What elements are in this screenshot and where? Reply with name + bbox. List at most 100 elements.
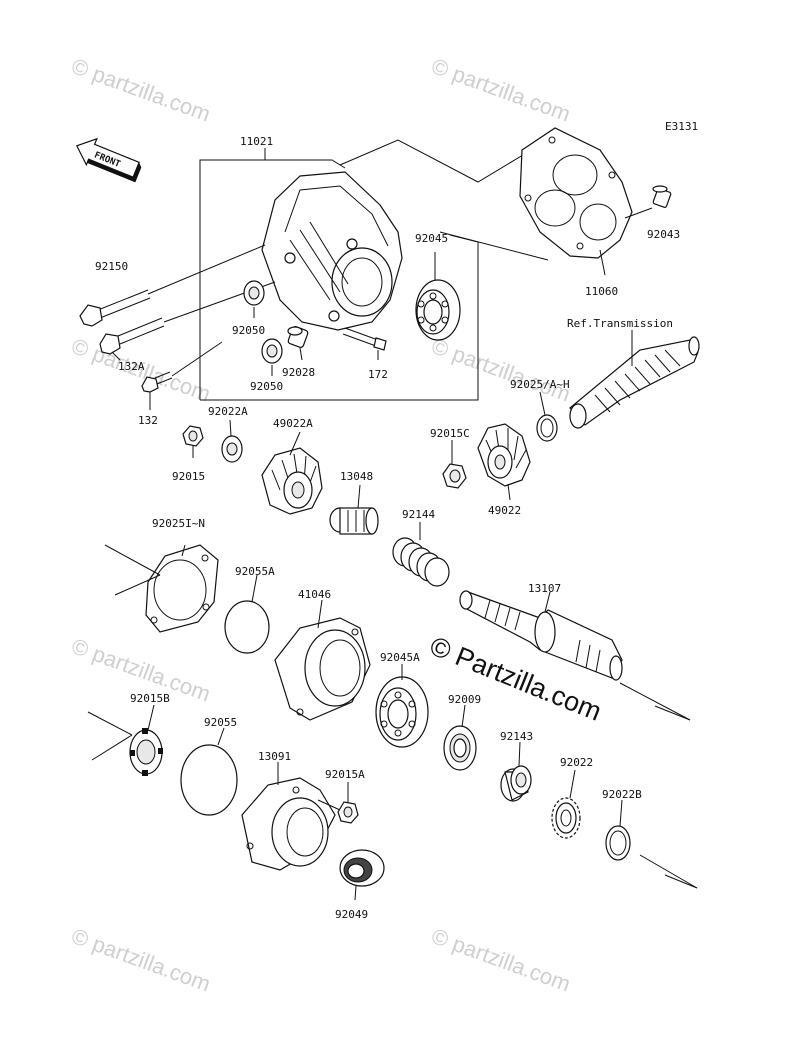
watermark: © partzilla.com — [428, 53, 574, 126]
leader-line — [289, 431, 301, 456]
part-label-92144: 92144 — [402, 508, 435, 521]
part-label-11021: 11021 — [240, 135, 273, 148]
part-label-92143: 92143 — [500, 730, 533, 743]
leader-line — [619, 799, 623, 827]
leader-line — [569, 769, 576, 799]
part-label-13107: 13107 — [528, 582, 561, 595]
watermark: © partzilla.com — [68, 923, 214, 996]
part-label-92022b: 92022B — [602, 788, 642, 801]
leader-line — [354, 885, 357, 901]
part-label-92025-i-n: 92025I~N — [152, 517, 205, 530]
gear-case-housing — [261, 171, 403, 331]
part-label-92009: 92009 — [448, 693, 481, 706]
seal-92050-upper — [243, 280, 265, 306]
nut-92015c — [442, 463, 467, 489]
collar-92143 — [500, 765, 532, 802]
oil-seal-92049 — [339, 849, 385, 887]
part-label-172: 172 — [368, 368, 388, 381]
leader-line — [544, 591, 551, 613]
watermark: © partzilla.com — [68, 53, 214, 126]
gasket-11060 — [519, 127, 633, 259]
leader-line — [624, 207, 653, 219]
part-label-92049: 92049 — [335, 908, 368, 921]
leader-line — [114, 574, 161, 596]
part-label-132: 132 — [138, 414, 158, 427]
transmission-output-shaft — [569, 336, 700, 429]
seal-92050-lower — [261, 338, 283, 364]
leader-line — [87, 711, 133, 736]
part-label-13091: 13091 — [258, 750, 291, 763]
leader-line — [299, 347, 303, 361]
part-label-92015b: 92015B — [130, 692, 170, 705]
part-label-92015: 92015 — [172, 470, 205, 483]
part-label-92045a: 92045A — [380, 651, 420, 664]
leader-line — [357, 484, 361, 509]
leader-line — [639, 854, 698, 889]
leader-line — [217, 727, 225, 746]
spring-92144 — [392, 537, 450, 587]
part-label-92050a: 92050 — [232, 324, 265, 337]
leader-line — [229, 419, 232, 437]
o-ring-92055 — [180, 744, 238, 816]
leader-line — [111, 351, 121, 361]
part-label-92025-a-h: 92025/A~H — [510, 378, 570, 391]
part-label-92043: 92043 — [647, 228, 680, 241]
leader-line — [104, 544, 161, 576]
part-label-49022a: 49022A — [273, 417, 313, 430]
lock-washer-92022 — [551, 797, 581, 839]
part-label-92045: 92045 — [415, 232, 448, 245]
leader-line — [91, 734, 133, 761]
bevel-gear-49022 — [477, 423, 531, 487]
part-label-92022: 92022 — [560, 756, 593, 769]
leader-line — [317, 799, 341, 811]
stud-172 — [342, 327, 387, 351]
front-arrow-icon: FRONT — [75, 137, 142, 183]
part-label-92015a: 92015A — [325, 768, 365, 781]
watermark: © partzilla.com — [428, 923, 574, 996]
bearing-92045a — [375, 676, 429, 748]
part-label-13048: 13048 — [340, 470, 373, 483]
joint-housing-13091 — [241, 777, 336, 871]
leader-line — [147, 704, 155, 731]
bolt-92150 — [79, 244, 266, 327]
drive-shaft-13107 — [459, 590, 623, 681]
part-label-92055: 92055 — [204, 716, 237, 729]
bearing-92045 — [415, 279, 461, 341]
collar-92028 — [287, 326, 309, 348]
o-ring-92055a — [224, 600, 270, 654]
watermark: © partzilla.com — [428, 333, 574, 406]
part-label-92022a: 92022A — [208, 405, 248, 418]
leader-line — [461, 704, 466, 728]
bevel-gear-49022a — [261, 447, 323, 515]
ref-transmission-label: Ref.Transmission — [567, 317, 673, 330]
leader-line — [664, 874, 698, 889]
coupling-13048 — [329, 507, 379, 535]
nut-92015a — [337, 801, 359, 824]
part-label-92015c: 92015C — [430, 427, 470, 440]
leader-line — [339, 139, 529, 183]
part-label-49022: 49022 — [488, 504, 521, 517]
part-label-92050b: 92050 — [250, 380, 283, 393]
leader-line — [599, 249, 606, 276]
bolt-132 — [141, 341, 223, 393]
leader-line — [654, 705, 691, 721]
ring-nut-92015b — [129, 728, 163, 776]
shim-gasket-92025-i-n — [145, 544, 219, 633]
leader-line — [507, 483, 511, 501]
leader-line — [439, 231, 549, 261]
part-label-11060: 11060 — [585, 285, 618, 298]
washer-92022b — [605, 825, 631, 861]
leader-line — [251, 574, 258, 603]
leader-line — [317, 599, 323, 629]
diagram-code: E3131 — [665, 120, 698, 133]
nut-92015 — [182, 425, 204, 447]
leader-line — [181, 544, 186, 557]
bearing-housing-41046 — [274, 617, 371, 721]
leader-line — [518, 741, 521, 767]
oil-seal-92009 — [443, 725, 477, 771]
washer-92022a — [221, 435, 243, 463]
part-label-92028: 92028 — [282, 366, 315, 379]
dowel-pin-92043 — [652, 185, 672, 208]
part-label-92150: 92150 — [95, 260, 128, 273]
